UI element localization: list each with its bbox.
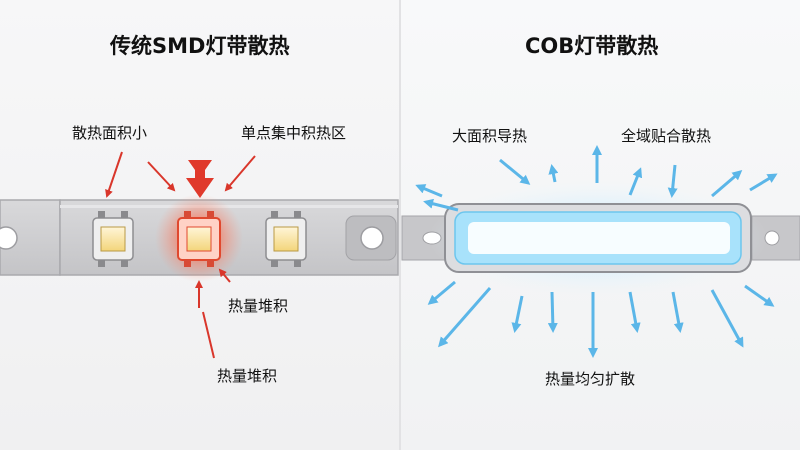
arrow-concentrated bbox=[224, 155, 256, 192]
arrow-heat-accum bbox=[218, 268, 231, 283]
arrow-out bbox=[628, 167, 643, 196]
arrow-out bbox=[423, 198, 459, 212]
cob-light-bar bbox=[444, 203, 752, 273]
arrow-out bbox=[711, 170, 743, 198]
smd-led-chip-hot bbox=[177, 211, 221, 267]
label-large-area: 大面积导热 bbox=[452, 127, 528, 145]
cob-title: COB灯带散热 bbox=[525, 34, 659, 58]
arrow-out bbox=[427, 280, 456, 305]
smd-led-chip bbox=[92, 211, 134, 267]
smd-led-chip bbox=[265, 211, 307, 267]
arrow-out bbox=[710, 289, 744, 348]
arrow-out bbox=[415, 184, 443, 198]
arrow-out bbox=[499, 158, 531, 185]
arrow-small-area bbox=[105, 151, 123, 198]
arrow-small-area-2 bbox=[147, 161, 176, 192]
hotspot-indicator-icon bbox=[186, 160, 214, 198]
arrow-heat-accum-2 bbox=[202, 311, 215, 359]
arrow-out bbox=[511, 295, 524, 333]
label-full-contact: 全域贴合散热 bbox=[621, 127, 712, 145]
arrow-out bbox=[749, 173, 778, 192]
red-arrows bbox=[105, 151, 256, 359]
arrow-out bbox=[628, 291, 641, 333]
blue-arrows bbox=[415, 145, 778, 358]
label-uniform-spread: 热量均匀扩散 bbox=[545, 370, 636, 388]
smd-title: 传统SMD灯带散热 bbox=[110, 34, 290, 58]
label-heat-accumulation: 热量堆积 bbox=[228, 297, 289, 315]
label-concentrated-heat: 单点集中积热区 bbox=[241, 124, 347, 142]
arrow-out bbox=[438, 287, 492, 348]
mounting-hole-left bbox=[0, 226, 18, 250]
label-small-area: 散热面积小 bbox=[72, 124, 148, 142]
arrow-out bbox=[744, 284, 775, 307]
panel-divider bbox=[399, 0, 401, 450]
label-heat-accumulation-2: 热量堆积 bbox=[217, 367, 278, 385]
arrow-out bbox=[667, 164, 678, 198]
mounting-hole-right bbox=[345, 215, 397, 261]
arrow-out bbox=[548, 164, 559, 183]
arrow-out bbox=[547, 291, 558, 333]
arrow-out bbox=[671, 291, 684, 333]
